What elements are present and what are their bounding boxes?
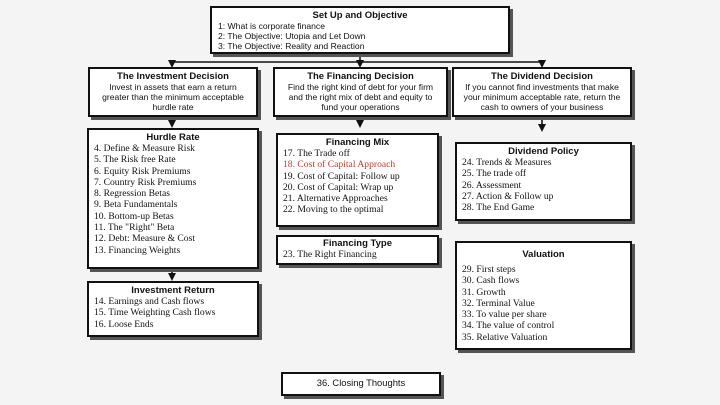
valuation-item: 32. Terminal Value bbox=[462, 297, 535, 309]
financing-type-box: Financing Type 23. The Right Financing bbox=[276, 235, 439, 265]
investment-return-item: 14. Earnings and Cash flows bbox=[94, 296, 205, 307]
closing-thoughts-box: 36. Closing Thoughts bbox=[281, 372, 441, 396]
hurdle-rate-item: 7. Country Risk Premiums bbox=[94, 176, 197, 188]
dividend-policy-title: Dividend Policy bbox=[508, 146, 579, 157]
hurdle-rate-item: 6. Equity Risk Premiums bbox=[94, 165, 191, 177]
financing-mix-item-highlighted: 18. Cost of Capital Approach bbox=[283, 159, 396, 171]
setup-item: 2: The Objective: Utopia and Let Down bbox=[218, 31, 366, 42]
dividend-decision-box: The Dividend Decision If you cannot find… bbox=[452, 67, 632, 117]
financing-mix-item: 21. Alternative Approaches bbox=[283, 193, 388, 205]
dividend-policy-box: Dividend Policy 24. Trends & Measures 25… bbox=[455, 142, 632, 221]
investment-decision-title: The Investment Decision bbox=[117, 71, 229, 82]
valuation-item: 34. The value of control bbox=[462, 320, 555, 332]
valuation-box: Valuation 29. First steps 30. Cash flows… bbox=[455, 241, 632, 350]
dividend-policy-item: 24. Trends & Measures bbox=[462, 157, 552, 168]
setup-item: 3: The Objective: Reality and Reaction bbox=[218, 41, 365, 52]
hurdle-rate-item: 4. Define & Measure Risk bbox=[94, 143, 195, 154]
dividend-policy-item: 27. Action & Follow up bbox=[462, 190, 554, 202]
valuation-item: 35. Relative Valuation bbox=[462, 331, 548, 343]
valuation-item: 31. Growth bbox=[462, 286, 506, 298]
financing-type-title: Financing Type bbox=[323, 238, 392, 249]
hurdle-rate-item: 10. Bottom-up Betas bbox=[94, 210, 174, 222]
financing-mix-item: 22. Moving to the optimal bbox=[283, 204, 384, 216]
hurdle-rate-box: Hurdle Rate 4. Define & Measure Risk 5. … bbox=[87, 128, 259, 269]
investment-return-box: Investment Return 14. Earnings and Cash … bbox=[87, 281, 259, 337]
financing-decision-title: The Financing Decision bbox=[307, 71, 414, 82]
hurdle-rate-item: 5. The Risk free Rate bbox=[94, 154, 176, 166]
investment-return-item: 15. Time Weighting Cash flows bbox=[94, 307, 216, 319]
dividend-policy-item: 28. The End Game bbox=[462, 202, 535, 214]
dividend-decision-title: The Dividend Decision bbox=[491, 71, 593, 82]
valuation-item: 29. First steps bbox=[462, 264, 516, 275]
financing-mix-item: 20. Cost of Capital: Wrap up bbox=[283, 181, 394, 193]
hurdle-rate-item: 12. Debt: Measure & Cost bbox=[94, 233, 195, 245]
dividend-decision-text: If you cannot find investments that make… bbox=[463, 82, 621, 113]
setup-to-decisions-connector bbox=[168, 54, 546, 68]
hurdle-rate-item: 11. The "Right" Beta bbox=[94, 222, 175, 234]
hurdle-rate-title: Hurdle Rate bbox=[146, 132, 200, 143]
dividend-policy-item: 26. Assessment bbox=[462, 179, 522, 191]
financing-mix-box: Financing Mix 17. The Trade off 18. Cost… bbox=[276, 133, 439, 227]
valuation-item: 30. Cash flows bbox=[462, 275, 520, 287]
setup-objective-box: Set Up and Objective 1: What is corporat… bbox=[210, 6, 510, 54]
closing-thoughts-title: 36. Closing Thoughts bbox=[316, 377, 406, 388]
investment-return-title: Investment Return bbox=[131, 285, 215, 296]
setup-title: Set Up and Objective bbox=[312, 10, 408, 21]
hurdle-rate-item: 13. Financing Weights bbox=[94, 244, 181, 256]
valuation-item: 33. To value per share bbox=[462, 309, 547, 321]
financing-decision-box: The Financing Decision Find the right ki… bbox=[273, 67, 448, 117]
financing-type-item: 23. The Right Financing bbox=[283, 249, 377, 260]
financing-mix-item: 19. Cost of Capital: Follow up bbox=[283, 170, 400, 182]
valuation-title: Valuation bbox=[522, 249, 565, 260]
hurdle-rate-item: 9. Beta Fundamentals bbox=[94, 199, 178, 211]
investment-decision-text: Invest in assets that earn a return grea… bbox=[102, 82, 244, 113]
hurdle-rate-item: 8. Regression Betas bbox=[94, 188, 170, 200]
financing-mix-title: Financing Mix bbox=[325, 137, 390, 148]
setup-item: 1: What is corporate finance bbox=[218, 21, 325, 31]
financing-mix-item: 17. The Trade off bbox=[283, 148, 350, 159]
dividend-policy-item: 25. The trade off bbox=[462, 168, 527, 180]
investment-decision-box: The Investment Decision Invest in assets… bbox=[88, 67, 258, 117]
financing-decision-text: Find the right kind of debt for your fir… bbox=[287, 82, 434, 113]
investment-return-item: 16. Loose Ends bbox=[94, 318, 154, 330]
